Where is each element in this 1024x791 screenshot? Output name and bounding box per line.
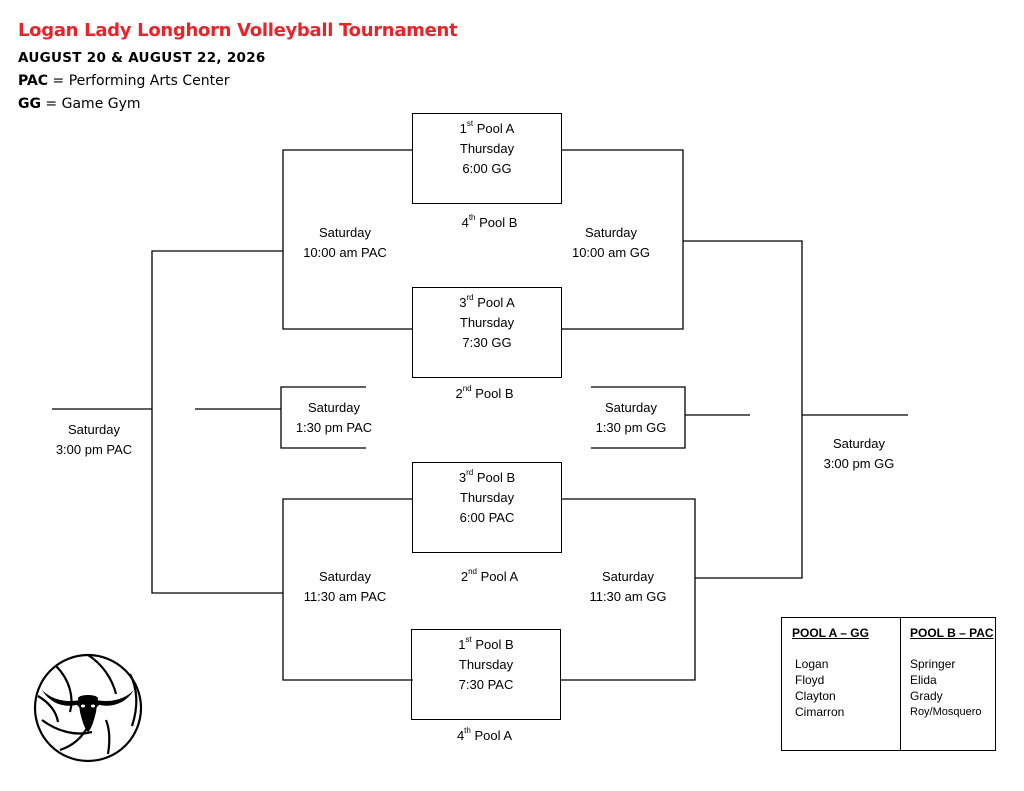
list-item: Floyd xyxy=(795,673,825,687)
seed-time: 6:00 GG xyxy=(462,161,512,176)
legend-sep: = xyxy=(40,96,62,112)
pool-b-heading: POOL B – PAC xyxy=(910,626,994,640)
seed-label: 3rd Pool B xyxy=(458,468,516,485)
legend-gg: GG = Game Gym xyxy=(18,96,141,112)
seed-day: Thursday xyxy=(459,315,515,330)
page-title: Logan Lady Longhorn Volleyball Tournamen… xyxy=(18,20,458,41)
seed-box-1st-pool-b: 1st Pool B Thursday 7:30 PAC xyxy=(411,629,561,720)
legend-meaning: Performing Arts Center xyxy=(68,73,230,89)
seed-box-3rd-pool-b: 3rd Pool B Thursday 6:00 PAC xyxy=(412,462,562,553)
list-item: Elida xyxy=(910,673,937,687)
seed-box-1st-pool-a: 1st Pool A Thursday 6:00 GG xyxy=(412,113,562,204)
volleyball-longhorn-icon xyxy=(33,653,143,763)
list-item: Springer xyxy=(910,657,956,671)
seed-time: 7:30 PAC xyxy=(458,677,514,692)
seed-box-3rd-pool-a: 3rd Pool A Thursday 7:30 GG xyxy=(412,287,562,378)
pools-table: POOL A – GG Logan Floyd Clayton Cimarron… xyxy=(781,617,996,751)
pool-a-heading: POOL A – GG xyxy=(792,626,869,640)
pool-b-column: POOL B – PAC Springer Elida Grady Roy/Mo… xyxy=(901,618,995,750)
legend-abbr: GG xyxy=(18,96,41,112)
seed-time: 6:00 PAC xyxy=(459,510,515,525)
legend-meaning: Game Gym xyxy=(61,96,141,112)
list-item: Roy/Mosquero xyxy=(910,706,982,718)
tournament-dates: AUGUST 20 & AUGUST 22, 2026 xyxy=(18,50,266,66)
seed-label-2nd-pool-a: 2nd Pool A xyxy=(460,567,519,584)
legend-abbr: PAC xyxy=(18,73,49,89)
list-item: Grady xyxy=(910,689,943,703)
seed-day: Thursday xyxy=(459,141,515,156)
list-item: Clayton xyxy=(795,689,836,703)
seed-label: 1st Pool B xyxy=(458,635,514,652)
pool-a-teams: Logan Floyd Clayton Cimarron xyxy=(795,656,844,720)
list-item: Logan xyxy=(795,657,829,671)
list-item: Cimarron xyxy=(795,705,845,719)
seed-label-4th-pool-a: 4th Pool A xyxy=(456,726,513,743)
seed-day: Thursday xyxy=(459,490,515,505)
pool-a-column: POOL A – GG Logan Floyd Clayton Cimarron xyxy=(782,618,901,750)
seed-label-4th-pool-b: 4th Pool B xyxy=(461,213,518,230)
legend-sep: = xyxy=(48,73,69,89)
seed-label-2nd-pool-b: 2nd Pool B xyxy=(455,384,514,401)
legend-pac: PAC = Performing Arts Center xyxy=(18,73,229,89)
seed-day: Thursday xyxy=(458,657,514,672)
pool-b-teams: Springer Elida Grady Roy/Mosquero xyxy=(910,656,982,720)
seed-label: 3rd Pool A xyxy=(459,293,515,310)
seed-label: 1st Pool A xyxy=(459,119,515,136)
seed-time: 7:30 GG xyxy=(462,335,512,350)
